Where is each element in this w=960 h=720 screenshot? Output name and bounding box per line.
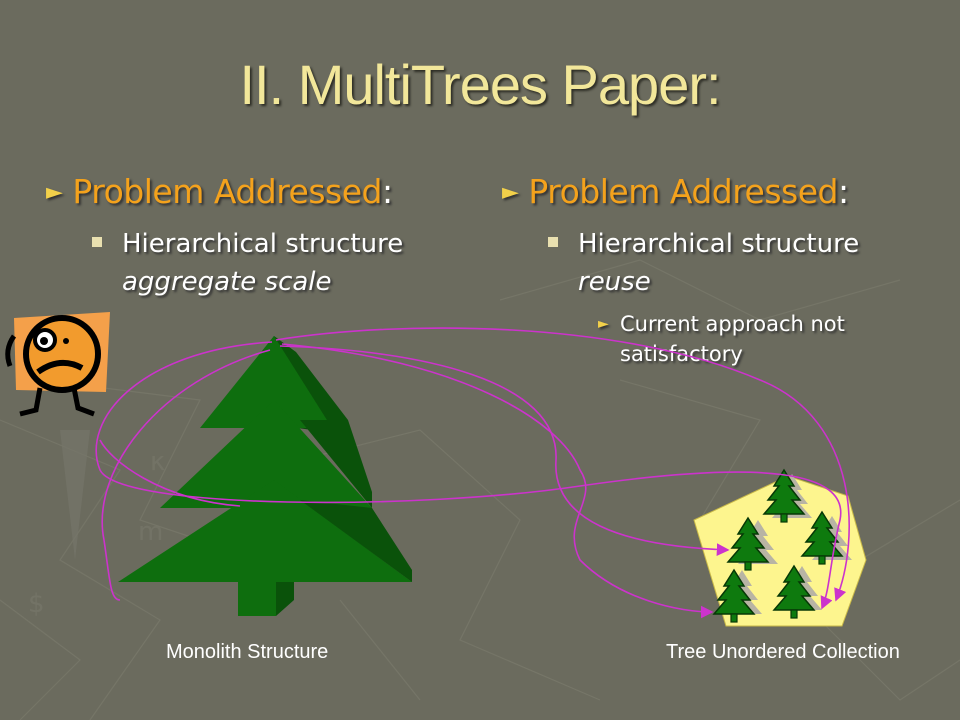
- left-heading-colon: :: [382, 172, 393, 211]
- small-arrow-icon: ►: [598, 316, 609, 332]
- right-subpoint-line2: reuse: [578, 267, 651, 297]
- right-subsubpoint-line1: Current approach not: [620, 312, 845, 336]
- right-heading-colon: :: [838, 172, 849, 211]
- left-subpoint-line1: Hierarchical structure: [122, 229, 404, 259]
- square-bullet-icon: [548, 237, 558, 247]
- right-subsubpoint: ► Current approach not satisfactory: [598, 309, 859, 369]
- bullet-arrow-icon: ►: [502, 180, 519, 205]
- right-subsubpoint-line2: satisfactory: [620, 342, 743, 366]
- square-bullet-icon: [92, 237, 102, 247]
- caption-monolith: Monolith Structure: [166, 641, 329, 663]
- svg-text:$: $: [28, 589, 45, 619]
- right-heading-text: Problem Addressed: [528, 172, 838, 211]
- left-heading: ► Problem Addressed:: [46, 172, 403, 211]
- svg-text:m: m: [138, 517, 163, 547]
- caption-collection: Tree Unordered Collection: [666, 641, 900, 663]
- left-heading-text: Problem Addressed: [72, 172, 382, 211]
- svg-text:κ: κ: [150, 447, 165, 477]
- right-heading: ► Problem Addressed:: [502, 172, 859, 211]
- bullet-arrow-icon: ►: [46, 180, 63, 205]
- right-subpoint-line1: Hierarchical structure: [578, 229, 860, 259]
- left-subpoint: Hierarchical structure aggregate scale: [92, 225, 403, 301]
- right-subpoint: Hierarchical structure reuse: [548, 225, 859, 301]
- slide-title: II. MultiTrees Paper:: [239, 53, 721, 116]
- right-column: ► Problem Addressed: Hierarchical structu…: [502, 172, 859, 369]
- left-column: ► Problem Addressed: Hierarchical structu…: [46, 172, 403, 301]
- left-subpoint-line2: aggregate scale: [122, 267, 332, 297]
